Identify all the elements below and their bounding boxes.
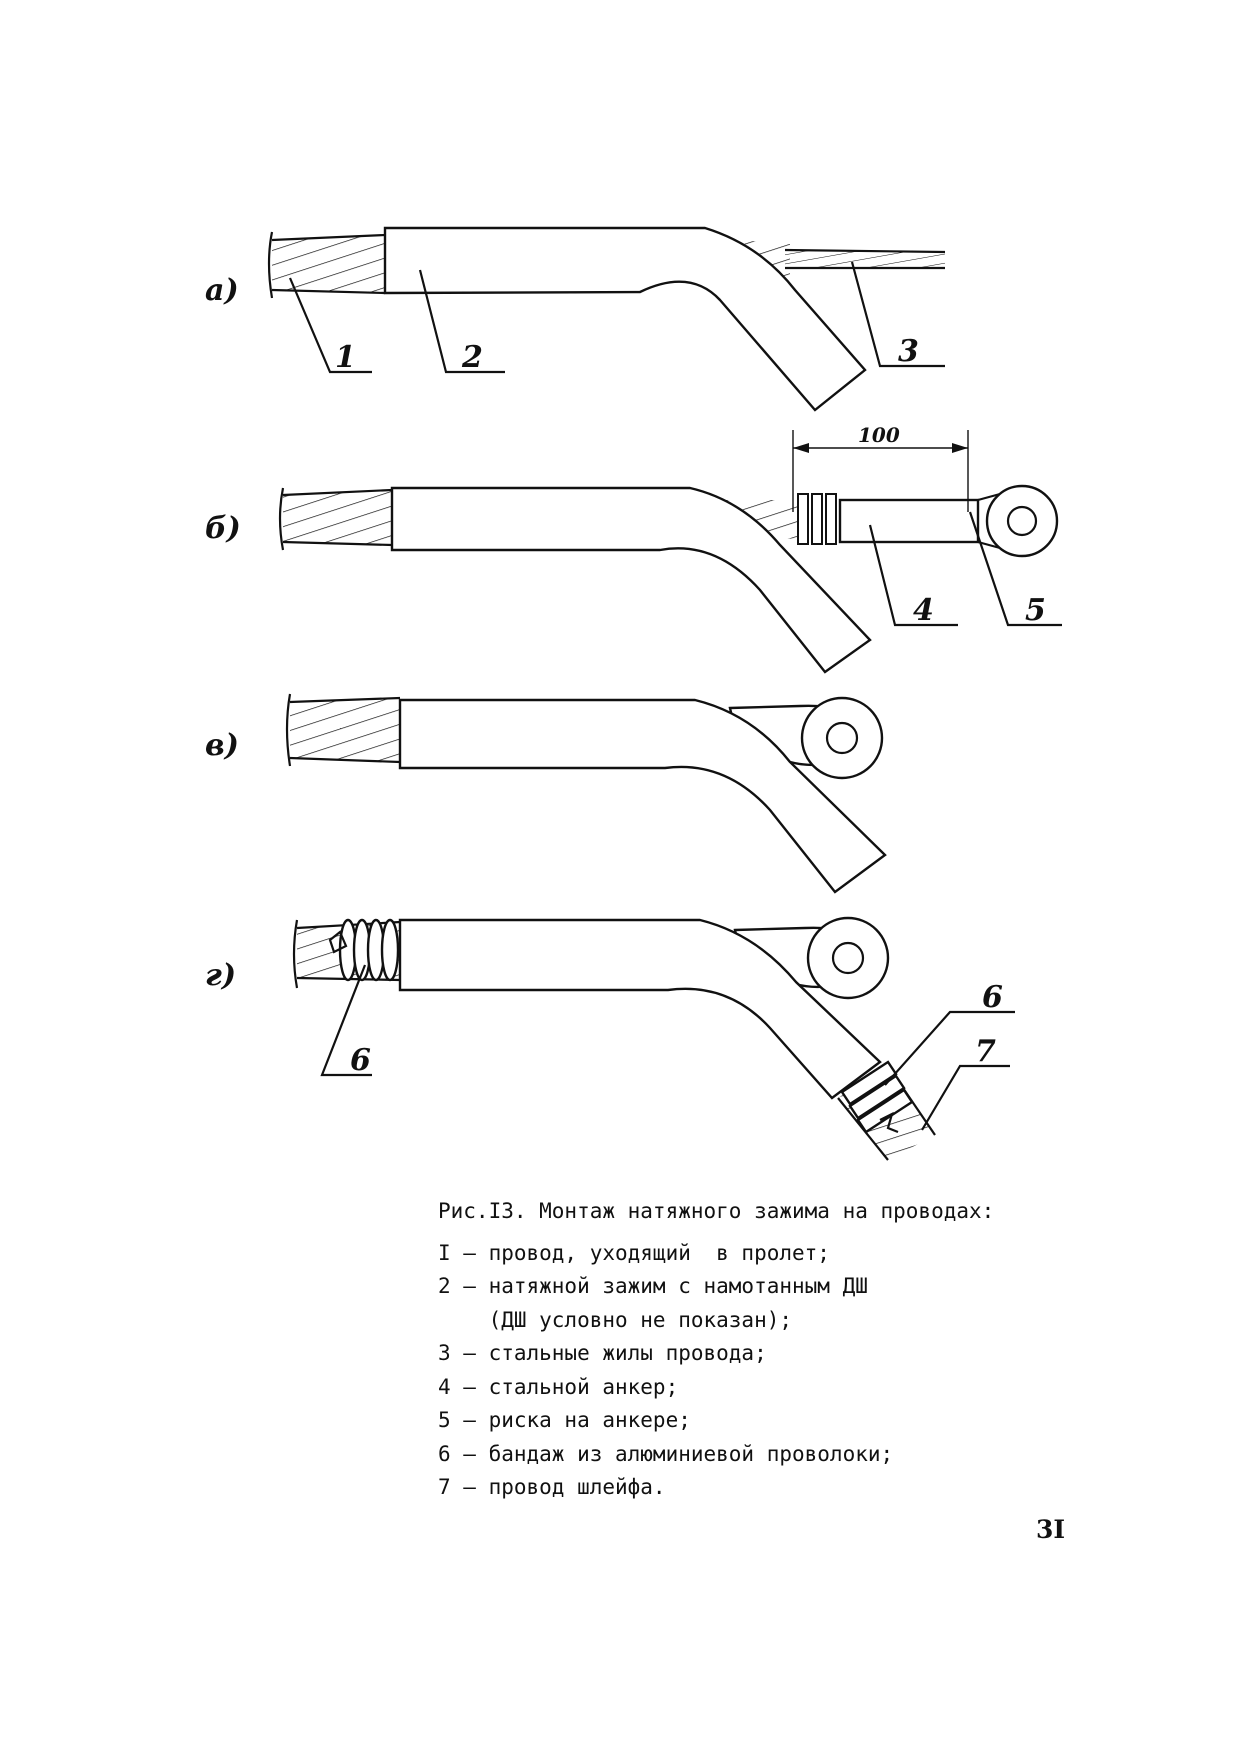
tension-clamp-body (398, 918, 882, 1100)
caption-item: 5 – риска на анкере; (438, 1408, 691, 1432)
panel-b-letter: б) (205, 511, 241, 546)
callout-7: 7 (975, 1034, 996, 1069)
caption-item: 3 – стальные жилы провода; (438, 1341, 767, 1365)
caption-item: 4 – стальной анкер; (438, 1374, 679, 1399)
tension-clamp-body (383, 226, 867, 412)
panel-c-letter: в) (205, 728, 239, 763)
steel-core (785, 250, 945, 268)
panel-a: а) 1 2 3 (205, 226, 946, 412)
conductor-strands (272, 235, 385, 293)
callout-6-right: 6 (982, 980, 1003, 1015)
panel-b: б) 100 4 5 (205, 423, 1062, 674)
anchor-eye (806, 916, 890, 1000)
caption-item: 7 – провод шлейфа. (438, 1475, 666, 1499)
panel-c: в) (205, 693, 887, 894)
callout-3: 3 (898, 334, 919, 369)
caption-title: Рис.I3. Монтаж натяжного зажима на прово… (438, 1199, 995, 1223)
steel-anchor (838, 498, 980, 544)
callout-2: 2 (461, 340, 483, 375)
figure-caption: Рис.I3. Монтаж натяжного зажима на прово… (438, 1195, 1178, 1505)
panel-d: г) 6 6 7 (205, 916, 1015, 1161)
tension-clamp-body (398, 698, 887, 894)
panel-d-letter: г) (205, 958, 236, 993)
page-number: 3I (1036, 1515, 1066, 1544)
caption-item: (ДШ условно не показан); (438, 1307, 793, 1332)
anchor-eye (985, 484, 1059, 558)
conductor-strands (283, 490, 392, 545)
dimension-100: 100 (858, 423, 900, 447)
caption-item: 6 – бандаж из алюминиевой проволоки; (438, 1441, 894, 1466)
anchor-eye (800, 696, 884, 780)
caption-item: I – провод, уходящий в пролет; (438, 1240, 830, 1265)
callout-4: 4 (913, 593, 934, 628)
conductor-strands (290, 698, 400, 762)
callout-1: 1 (335, 340, 356, 375)
callout-6-left: 6 (350, 1043, 371, 1078)
panel-a-letter: а) (205, 273, 239, 308)
callout-5: 5 (1025, 593, 1046, 628)
caption-item: 2 – натяжной зажим с намотанным ДШ (438, 1274, 868, 1298)
tension-clamp-body (390, 486, 872, 674)
